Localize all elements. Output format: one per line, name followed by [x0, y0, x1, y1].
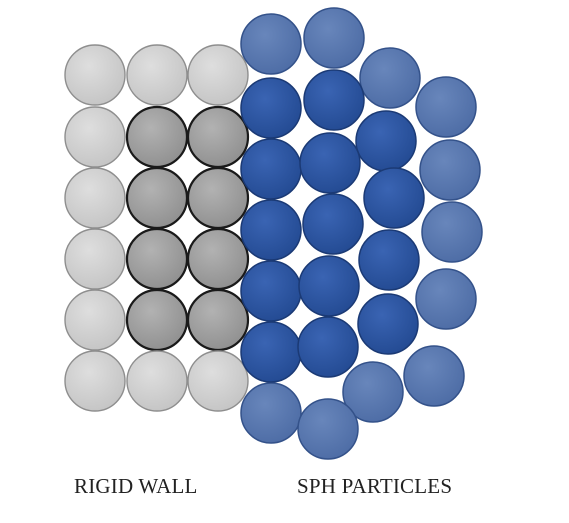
wall-inner-particle: [125, 166, 189, 230]
wall-inner-particle: [186, 288, 250, 352]
sph-light-particle: [415, 76, 477, 138]
sph-dark-particle: [240, 199, 302, 261]
wall-inner-particle: [186, 105, 250, 169]
sph-particles: [240, 7, 483, 460]
wall-inner-particle: [125, 227, 189, 291]
wall-outer-particle: [64, 350, 126, 412]
sph-light-particle: [342, 361, 404, 423]
sph-light-particle: [240, 13, 302, 75]
sph-dark-particle: [240, 77, 302, 139]
sph-dark-particle: [240, 260, 302, 322]
sph-dark-particle: [363, 167, 425, 229]
wall-outer-particle: [126, 350, 188, 412]
sph-light-particle: [359, 47, 421, 109]
wall-outer-particle: [64, 167, 126, 229]
sph-light-particle: [415, 268, 477, 330]
sph-light-particle: [240, 382, 302, 444]
sph-dark-particle: [302, 193, 364, 255]
wall-outer-particle: [64, 106, 126, 168]
sph-dark-particle: [298, 255, 360, 317]
wall-outer-particle: [64, 289, 126, 351]
rigid-wall-label: RIGID WALL: [74, 474, 198, 498]
sph-light-particle: [403, 345, 465, 407]
sph-light-particle: [419, 139, 481, 201]
wall-inner-particle: [125, 288, 189, 352]
wall-outer-particle: [126, 44, 188, 106]
sph-dark-particle: [240, 321, 302, 383]
wall-outer-particle: [187, 350, 249, 412]
rigid-wall-particles: [64, 44, 250, 412]
sph-dark-particle: [240, 138, 302, 200]
wall-inner-particle: [186, 227, 250, 291]
wall-outer-particle: [64, 228, 126, 290]
sph-dark-particle: [297, 316, 359, 378]
wall-inner-particle: [186, 166, 250, 230]
sph-light-particle: [297, 398, 359, 460]
sph-dark-particle: [358, 229, 420, 291]
sph-dark-particle: [303, 69, 365, 131]
sph-light-particle: [303, 7, 365, 69]
sph-dark-particle: [357, 293, 419, 355]
wall-inner-particle: [125, 105, 189, 169]
sph-dark-particle: [299, 132, 361, 194]
wall-outer-particle: [187, 44, 249, 106]
sph-light-particle: [421, 201, 483, 263]
sph-particles-label: SPH PARTICLES: [297, 474, 453, 498]
wall-outer-particle: [64, 44, 126, 106]
sph-dark-particle: [355, 110, 417, 172]
